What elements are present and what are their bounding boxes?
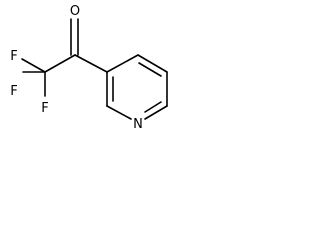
cf3-bond-top-f — [21, 58, 46, 73]
ring-double-bond-c6-n-inner — [144, 101, 162, 113]
ring-double-bond-c4-c5-inner — [138, 62, 162, 77]
fluorine-bottom-atom-label: F — [41, 101, 48, 116]
nitrogen-atom-label: N — [133, 117, 143, 132]
carbonyl-to-ring-bond — [74, 54, 108, 73]
fluorine-left-atom-label: F — [10, 84, 17, 99]
fluorine-top-atom-label: F — [10, 49, 17, 64]
ring-bond-c4-c5 — [137, 54, 168, 73]
ring-bond-n-c2 — [106, 105, 132, 120]
carbonyl-to-cf3-bond — [44, 54, 76, 73]
chemical-structure: O F F F N — [10, 4, 168, 132]
oxygen-atom-label: O — [70, 4, 80, 19]
ring-bond-c6-n — [144, 105, 168, 120]
ring-bond-c3-c4 — [106, 54, 139, 73]
